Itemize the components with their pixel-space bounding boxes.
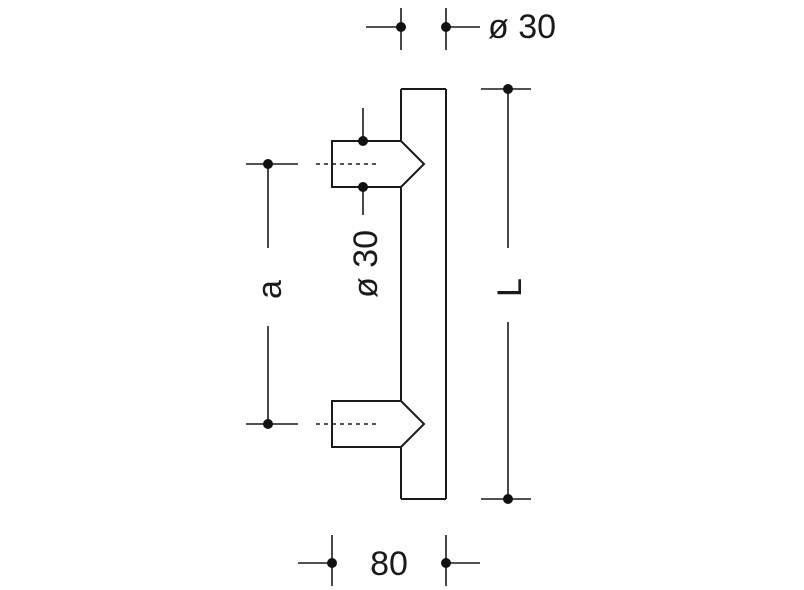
lower-standoff-tip xyxy=(400,400,426,448)
depth-tick-left xyxy=(327,558,337,568)
standoff-diameter-label: ø 30 xyxy=(347,230,385,298)
upper-standoff-tip xyxy=(400,140,426,188)
length-dimension: L xyxy=(481,84,531,504)
standoff-diameter-dimension: ø 30 xyxy=(347,108,385,298)
standoff-diameter-tick-bottom xyxy=(358,182,368,192)
lower-standoff xyxy=(316,400,426,448)
handle-bar xyxy=(400,88,447,500)
top-diameter-tick-left xyxy=(396,22,406,32)
length-tick-bottom xyxy=(503,494,513,504)
top-diameter-dimension: ø 30 xyxy=(366,8,556,50)
length-tick-top xyxy=(503,84,513,94)
depth-tick-right xyxy=(441,558,451,568)
depth-dimension: 80 xyxy=(298,535,480,586)
top-diameter-tick-right xyxy=(441,22,451,32)
length-label: L xyxy=(491,278,529,297)
top-diameter-label: ø 30 xyxy=(488,8,556,46)
standoff-diameter-tick-top xyxy=(358,136,368,146)
upper-standoff xyxy=(316,140,426,188)
spacing-tick-bottom xyxy=(263,419,273,429)
spacing-label: a xyxy=(251,280,289,299)
depth-label: 80 xyxy=(370,545,408,583)
spacing-tick-top xyxy=(263,159,273,169)
spacing-dimension: a xyxy=(246,159,298,429)
